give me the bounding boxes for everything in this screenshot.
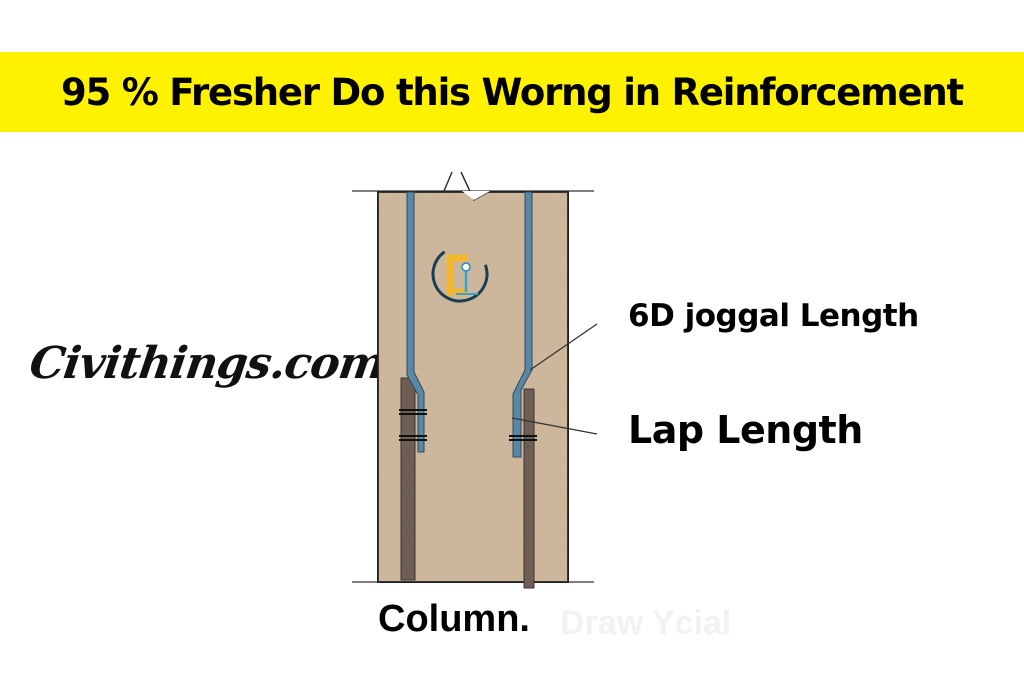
- lap-leader-line: [511, 417, 598, 435]
- faint-watermark: Draw Ycial: [560, 604, 732, 642]
- banner-title: 95 % Fresher Do this Worng in Reinforcem…: [60, 70, 964, 114]
- joggal-leader-line: [529, 323, 598, 371]
- ties: [399, 409, 537, 441]
- lower-rebar-left: [400, 377, 416, 581]
- upper-rebar-right: [512, 191, 533, 458]
- diagram-caption: Column.: [378, 598, 530, 640]
- title-banner: 95 % Fresher Do this Worng in Reinforcem…: [0, 52, 1024, 132]
- lower-rebar-right: [523, 388, 535, 589]
- lap-length-label: Lap Length: [628, 408, 863, 452]
- civil-engineering-logo-icon: [431, 245, 489, 303]
- upper-rebar-left: [406, 191, 425, 453]
- joggal-length-label: 6D joggal Length: [628, 298, 919, 334]
